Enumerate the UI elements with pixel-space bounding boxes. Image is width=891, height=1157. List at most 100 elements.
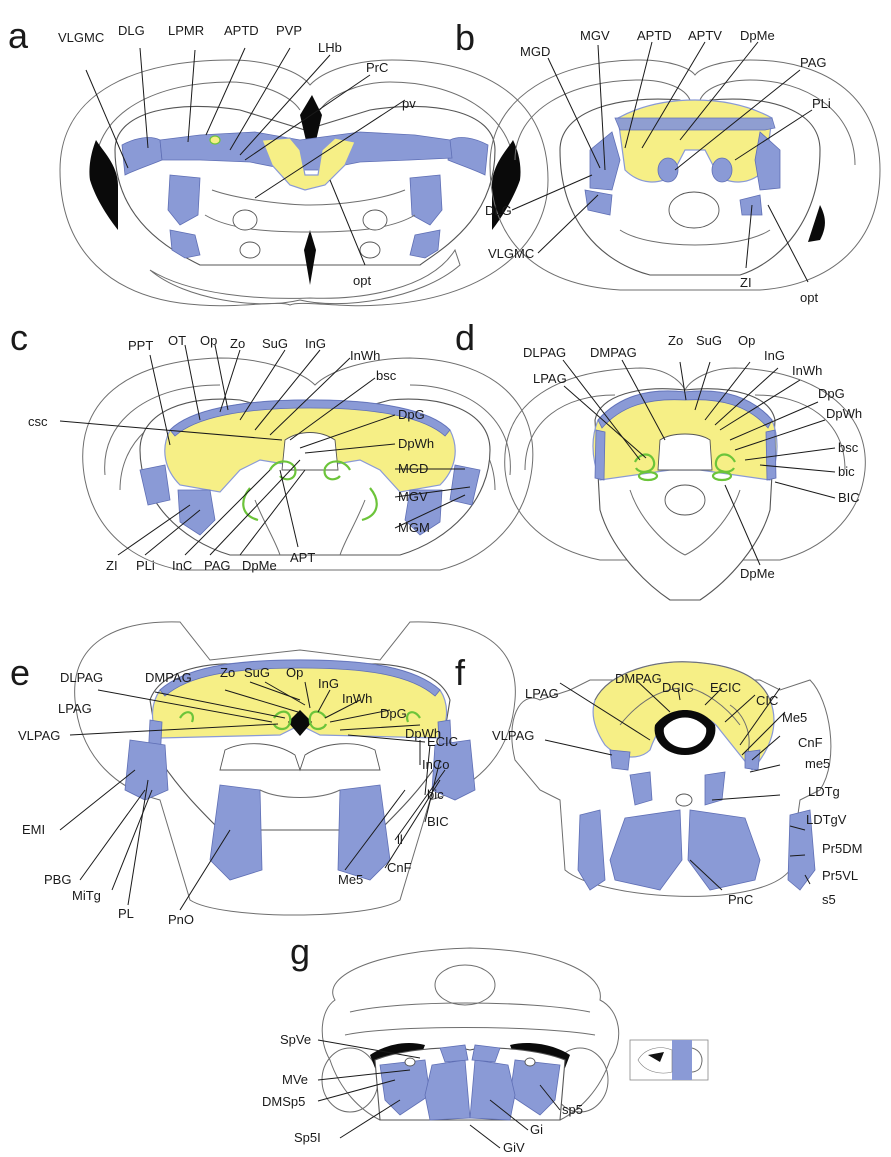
label-ZI: ZI bbox=[740, 275, 752, 290]
panel-c-letter: c bbox=[10, 317, 28, 358]
label-LDTg: LDTg bbox=[808, 784, 840, 799]
label-ECIC: ECIC bbox=[427, 734, 458, 749]
label-InCo: InCo bbox=[422, 757, 449, 772]
label-LPAG: LPAG bbox=[533, 371, 567, 386]
label-DpWh: DpWh bbox=[826, 406, 862, 421]
label-EMI: EMI bbox=[22, 822, 45, 837]
label-DpG: DpG bbox=[398, 407, 425, 422]
label-PL: PL bbox=[118, 906, 134, 921]
label-Op: Op bbox=[286, 665, 303, 680]
label-APT: APT bbox=[290, 550, 315, 565]
label-Pr5VL: Pr5VL bbox=[822, 868, 858, 883]
label-opt: opt bbox=[353, 273, 371, 288]
panel-g: g SpVe MVe DMSp5 Sp5I sp5 Gi GiV bbox=[262, 931, 708, 1155]
label-DpMe: DpMe bbox=[740, 566, 775, 581]
label-MGD: MGD bbox=[398, 461, 428, 476]
label-DLPAG: DLPAG bbox=[60, 670, 103, 685]
label-s5: s5 bbox=[822, 892, 836, 907]
label-InWh: InWh bbox=[350, 348, 380, 363]
label-GiV: GiV bbox=[503, 1140, 525, 1155]
label-MVe: MVe bbox=[282, 1072, 308, 1087]
panel-g-letter: g bbox=[290, 931, 310, 972]
label-SuG: SuG bbox=[244, 665, 270, 680]
label-SpVe: SpVe bbox=[280, 1032, 311, 1047]
label-sp5: sp5 bbox=[562, 1102, 583, 1117]
label-ZI: ZI bbox=[106, 558, 118, 573]
label-PrC: PrC bbox=[366, 60, 388, 75]
label-DMPAG: DMPAG bbox=[615, 671, 662, 686]
label-LPAG: LPAG bbox=[525, 686, 559, 701]
panel-e: e bbox=[10, 622, 515, 927]
label-bsc: bsc bbox=[838, 440, 859, 455]
label-CIC: CIC bbox=[756, 693, 778, 708]
label-InWh: InWh bbox=[792, 363, 822, 378]
label-DMSp5: DMSp5 bbox=[262, 1094, 305, 1109]
label-PAG: PAG bbox=[204, 558, 231, 573]
label-LPMR: LPMR bbox=[168, 23, 204, 38]
label-SuG: SuG bbox=[696, 333, 722, 348]
label-APTV: APTV bbox=[688, 28, 722, 43]
panel-d-letter: d bbox=[455, 317, 475, 358]
label-ll: ll bbox=[397, 832, 403, 847]
label-opt: opt bbox=[800, 290, 818, 305]
label-Gi: Gi bbox=[530, 1122, 543, 1137]
label-BIC: BIC bbox=[427, 814, 449, 829]
label-DLG: DLG bbox=[485, 203, 512, 218]
label-PAG: PAG bbox=[800, 55, 827, 70]
label-LPAG: LPAG bbox=[58, 701, 92, 716]
label-Op: Op bbox=[738, 333, 755, 348]
label-Sp5I: Sp5I bbox=[294, 1130, 321, 1145]
label-DLG: DLG bbox=[118, 23, 145, 38]
label-MiTg: MiTg bbox=[72, 888, 101, 903]
label-VLPAG: VLPAG bbox=[18, 728, 60, 743]
label-Me5: Me5 bbox=[338, 872, 363, 887]
label-PBG: PBG bbox=[44, 872, 71, 887]
label-DpG: DpG bbox=[380, 706, 407, 721]
label-SuG: SuG bbox=[262, 336, 288, 351]
label-BIC: BIC bbox=[838, 490, 860, 505]
label-InG: InG bbox=[318, 676, 339, 691]
label-bic: bic bbox=[838, 464, 855, 479]
label-PVP: PVP bbox=[276, 23, 302, 38]
label-Me5: Me5 bbox=[782, 710, 807, 725]
label-InG: InG bbox=[764, 348, 785, 363]
panel-e-letter: e bbox=[10, 652, 30, 693]
label-DLPAG: DLPAG bbox=[523, 345, 566, 360]
panel-a: a VLGMC DLG LPMR AP bbox=[8, 15, 548, 306]
label-MGV: MGV bbox=[398, 489, 428, 504]
panel-b-letter: b bbox=[455, 17, 475, 58]
label-OT: OT bbox=[168, 333, 186, 348]
label-VLPAG: VLPAG bbox=[492, 728, 534, 743]
label-PPT: PPT bbox=[128, 338, 153, 353]
label-pv: pv bbox=[402, 96, 416, 111]
label-PnO: PnO bbox=[168, 912, 194, 927]
sagittal-inset-thumbnail bbox=[630, 1040, 708, 1080]
label-DMPAG: DMPAG bbox=[590, 345, 637, 360]
label-LDTgV: LDTgV bbox=[806, 812, 847, 827]
label-csc: csc bbox=[28, 414, 48, 429]
label-MGV: MGV bbox=[580, 28, 610, 43]
label-APTD: APTD bbox=[637, 28, 672, 43]
label-Pr5DM: Pr5DM bbox=[822, 841, 862, 856]
panel-f-letter: f bbox=[455, 652, 466, 693]
label-APTD: APTD bbox=[224, 23, 259, 38]
label-ECIC: ECIC bbox=[710, 680, 741, 695]
label-DpG: DpG bbox=[818, 386, 845, 401]
label-DpMe: DpMe bbox=[242, 558, 277, 573]
label-VLGMC: VLGMC bbox=[58, 30, 104, 45]
label-DpWh: DpWh bbox=[398, 436, 434, 451]
label-InC: InC bbox=[172, 558, 192, 573]
label-InWh: InWh bbox=[342, 691, 372, 706]
label-me5: me5 bbox=[805, 756, 830, 771]
label-PnC: PnC bbox=[728, 892, 753, 907]
label-MGM: MGM bbox=[398, 520, 430, 535]
label-PLi: PLi bbox=[136, 558, 155, 573]
label-CnF: CnF bbox=[798, 735, 823, 750]
label-CnF: CnF bbox=[387, 860, 412, 875]
label-LHb: LHb bbox=[318, 40, 342, 55]
panel-a-letter: a bbox=[8, 15, 29, 56]
panel-f: f DMPAG LPAG DCIC ECIC bbox=[455, 652, 862, 907]
label-InG: InG bbox=[305, 336, 326, 351]
label-DMPAG: DMPAG bbox=[145, 670, 192, 685]
